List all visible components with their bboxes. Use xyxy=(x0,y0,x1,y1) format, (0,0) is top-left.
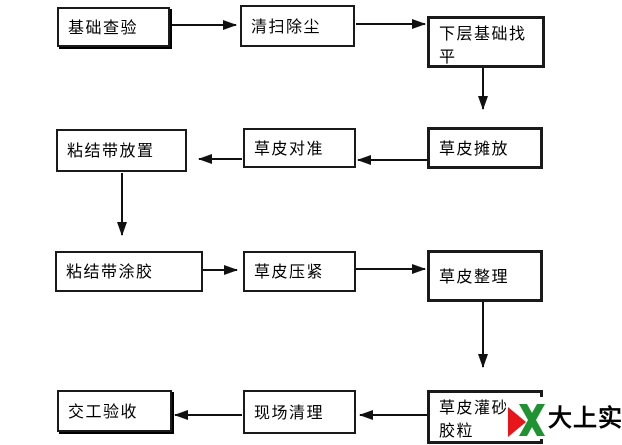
flow-step-foundation-inspection: 基础查验 xyxy=(57,7,170,47)
flow-step-turf-laying: 草皮摊放 xyxy=(427,127,543,169)
chevron-logo-icon xyxy=(506,397,546,439)
company-watermark: 大上实业 xyxy=(506,397,622,439)
flow-step-seam-tape-gluing: 粘结带涂胶 xyxy=(55,251,203,292)
flow-step-turf-pressing: 草皮压紧 xyxy=(243,251,356,292)
flow-step-turf-alignment: 草皮对准 xyxy=(243,128,356,168)
flow-step-sweep-dust: 清扫除尘 xyxy=(240,5,355,47)
flow-step-handover-acceptance: 交工验收 xyxy=(57,390,172,432)
flow-step-seam-tape-placement: 粘结带放置 xyxy=(56,129,187,172)
company-name-text: 大上实业 xyxy=(548,404,622,432)
flow-step-turf-trimming: 草皮整理 xyxy=(427,250,543,302)
flow-step-site-cleanup: 现场清理 xyxy=(243,390,356,434)
flow-step-base-leveling: 下层基础找 平 xyxy=(427,16,545,68)
